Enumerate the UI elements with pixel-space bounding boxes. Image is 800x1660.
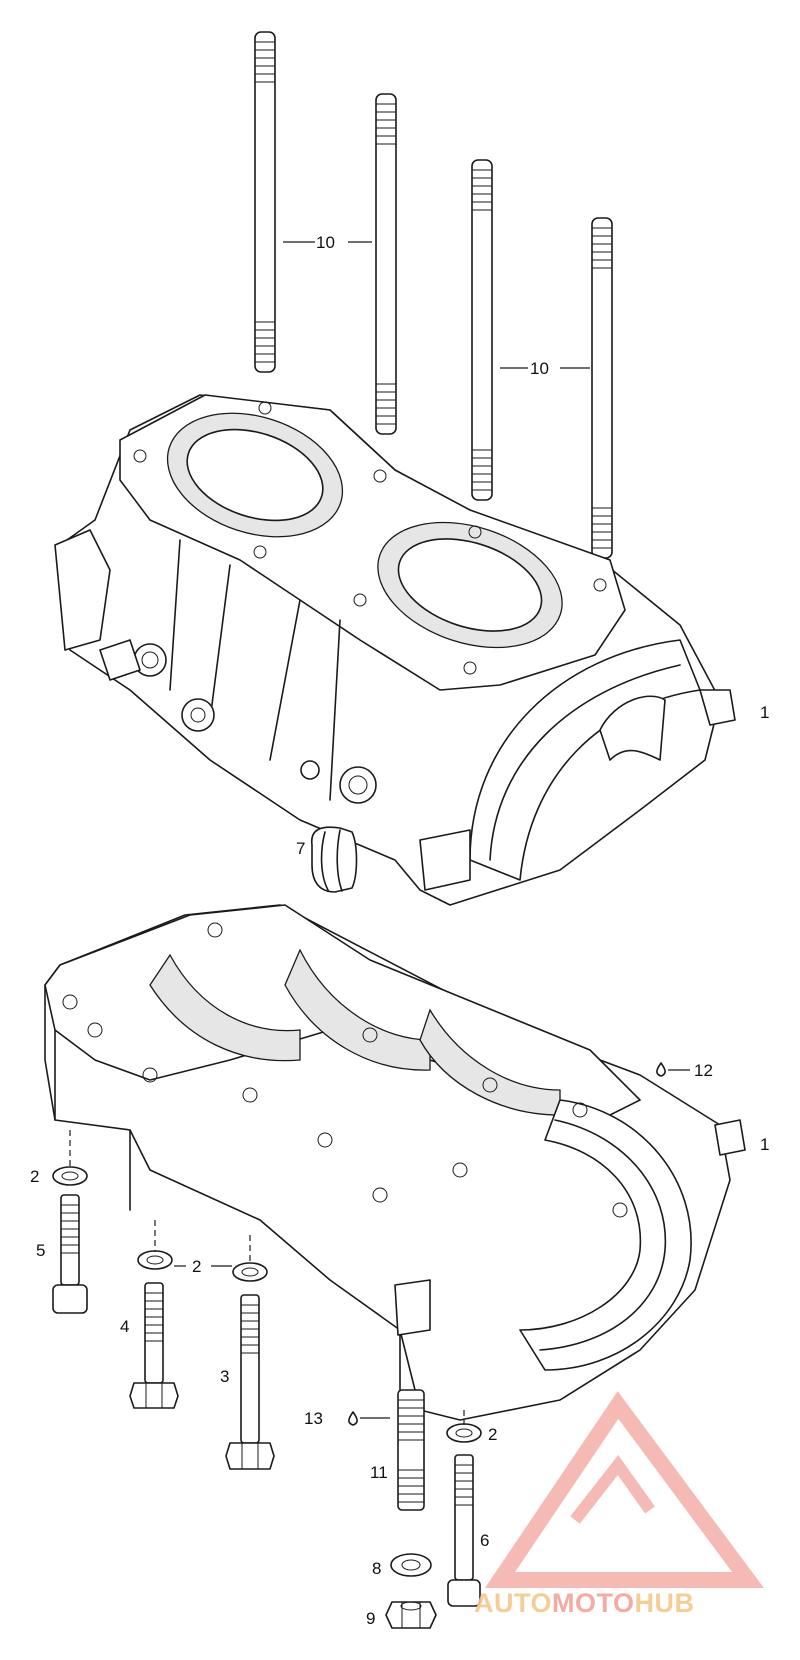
sealant-drop-12-icon: [656, 1062, 666, 1077]
callout-2-middle: 2: [192, 1257, 201, 1276]
callout-13: 13: [304, 1409, 323, 1428]
upper-crankcase: [54, 394, 736, 906]
callout-1-upper: 1: [760, 703, 769, 722]
stud-10-c: [471, 159, 493, 501]
stud-10-a: [254, 31, 276, 373]
stud-11: [397, 1389, 425, 1511]
callout-9: 9: [366, 1609, 375, 1628]
callout-11: 11: [370, 1463, 388, 1482]
stud-10-d: [591, 217, 613, 559]
nut-9: [385, 1601, 437, 1629]
callout-7: 7: [296, 839, 305, 858]
stud-10-b: [375, 93, 397, 435]
sealant-drop-13-icon: [348, 1411, 358, 1426]
callout-2-left: 2: [30, 1167, 39, 1186]
callout-8: 8: [372, 1559, 381, 1578]
bolt-6: [447, 1454, 481, 1607]
callout-1-lower: 1: [760, 1135, 769, 1154]
bolt-3: [225, 1294, 275, 1470]
callouts: 10 10 1 7 12 1 2 5 2 4 3 13 2 11 6 8 9: [30, 233, 769, 1628]
washer-8: [390, 1553, 432, 1577]
washer-2-a: [52, 1166, 88, 1186]
automotohub-watermark: AUTOMOTOHUB: [474, 1391, 764, 1618]
bolt-4: [129, 1282, 179, 1409]
callout-2-right: 2: [488, 1425, 497, 1444]
watermark-hub: HUB: [635, 1588, 695, 1618]
callout-4: 4: [120, 1317, 129, 1336]
svg-text:AUTOMOTOHUB: AUTOMOTOHUB: [474, 1588, 695, 1618]
bolt-5: [52, 1194, 88, 1314]
callout-6: 6: [480, 1531, 489, 1550]
stud-10-group: [254, 31, 613, 559]
automotohub-logo-icon: [484, 1391, 764, 1588]
leader-lines: [69, 241, 690, 1425]
callout-10-upper-right: 10: [530, 359, 549, 378]
watermark-auto: AUTO: [474, 1588, 552, 1618]
callout-3: 3: [220, 1367, 229, 1386]
watermark-moto: MOTO: [552, 1588, 635, 1618]
callout-5: 5: [36, 1241, 45, 1260]
washer-2-c: [232, 1262, 268, 1282]
callout-10-upper-left: 10: [316, 233, 335, 252]
lower-crankcase: [44, 904, 746, 1421]
washer-2-d: [446, 1423, 482, 1443]
washer-2-b: [137, 1250, 173, 1270]
seal-7: [311, 826, 358, 893]
callout-12: 12: [694, 1061, 713, 1080]
